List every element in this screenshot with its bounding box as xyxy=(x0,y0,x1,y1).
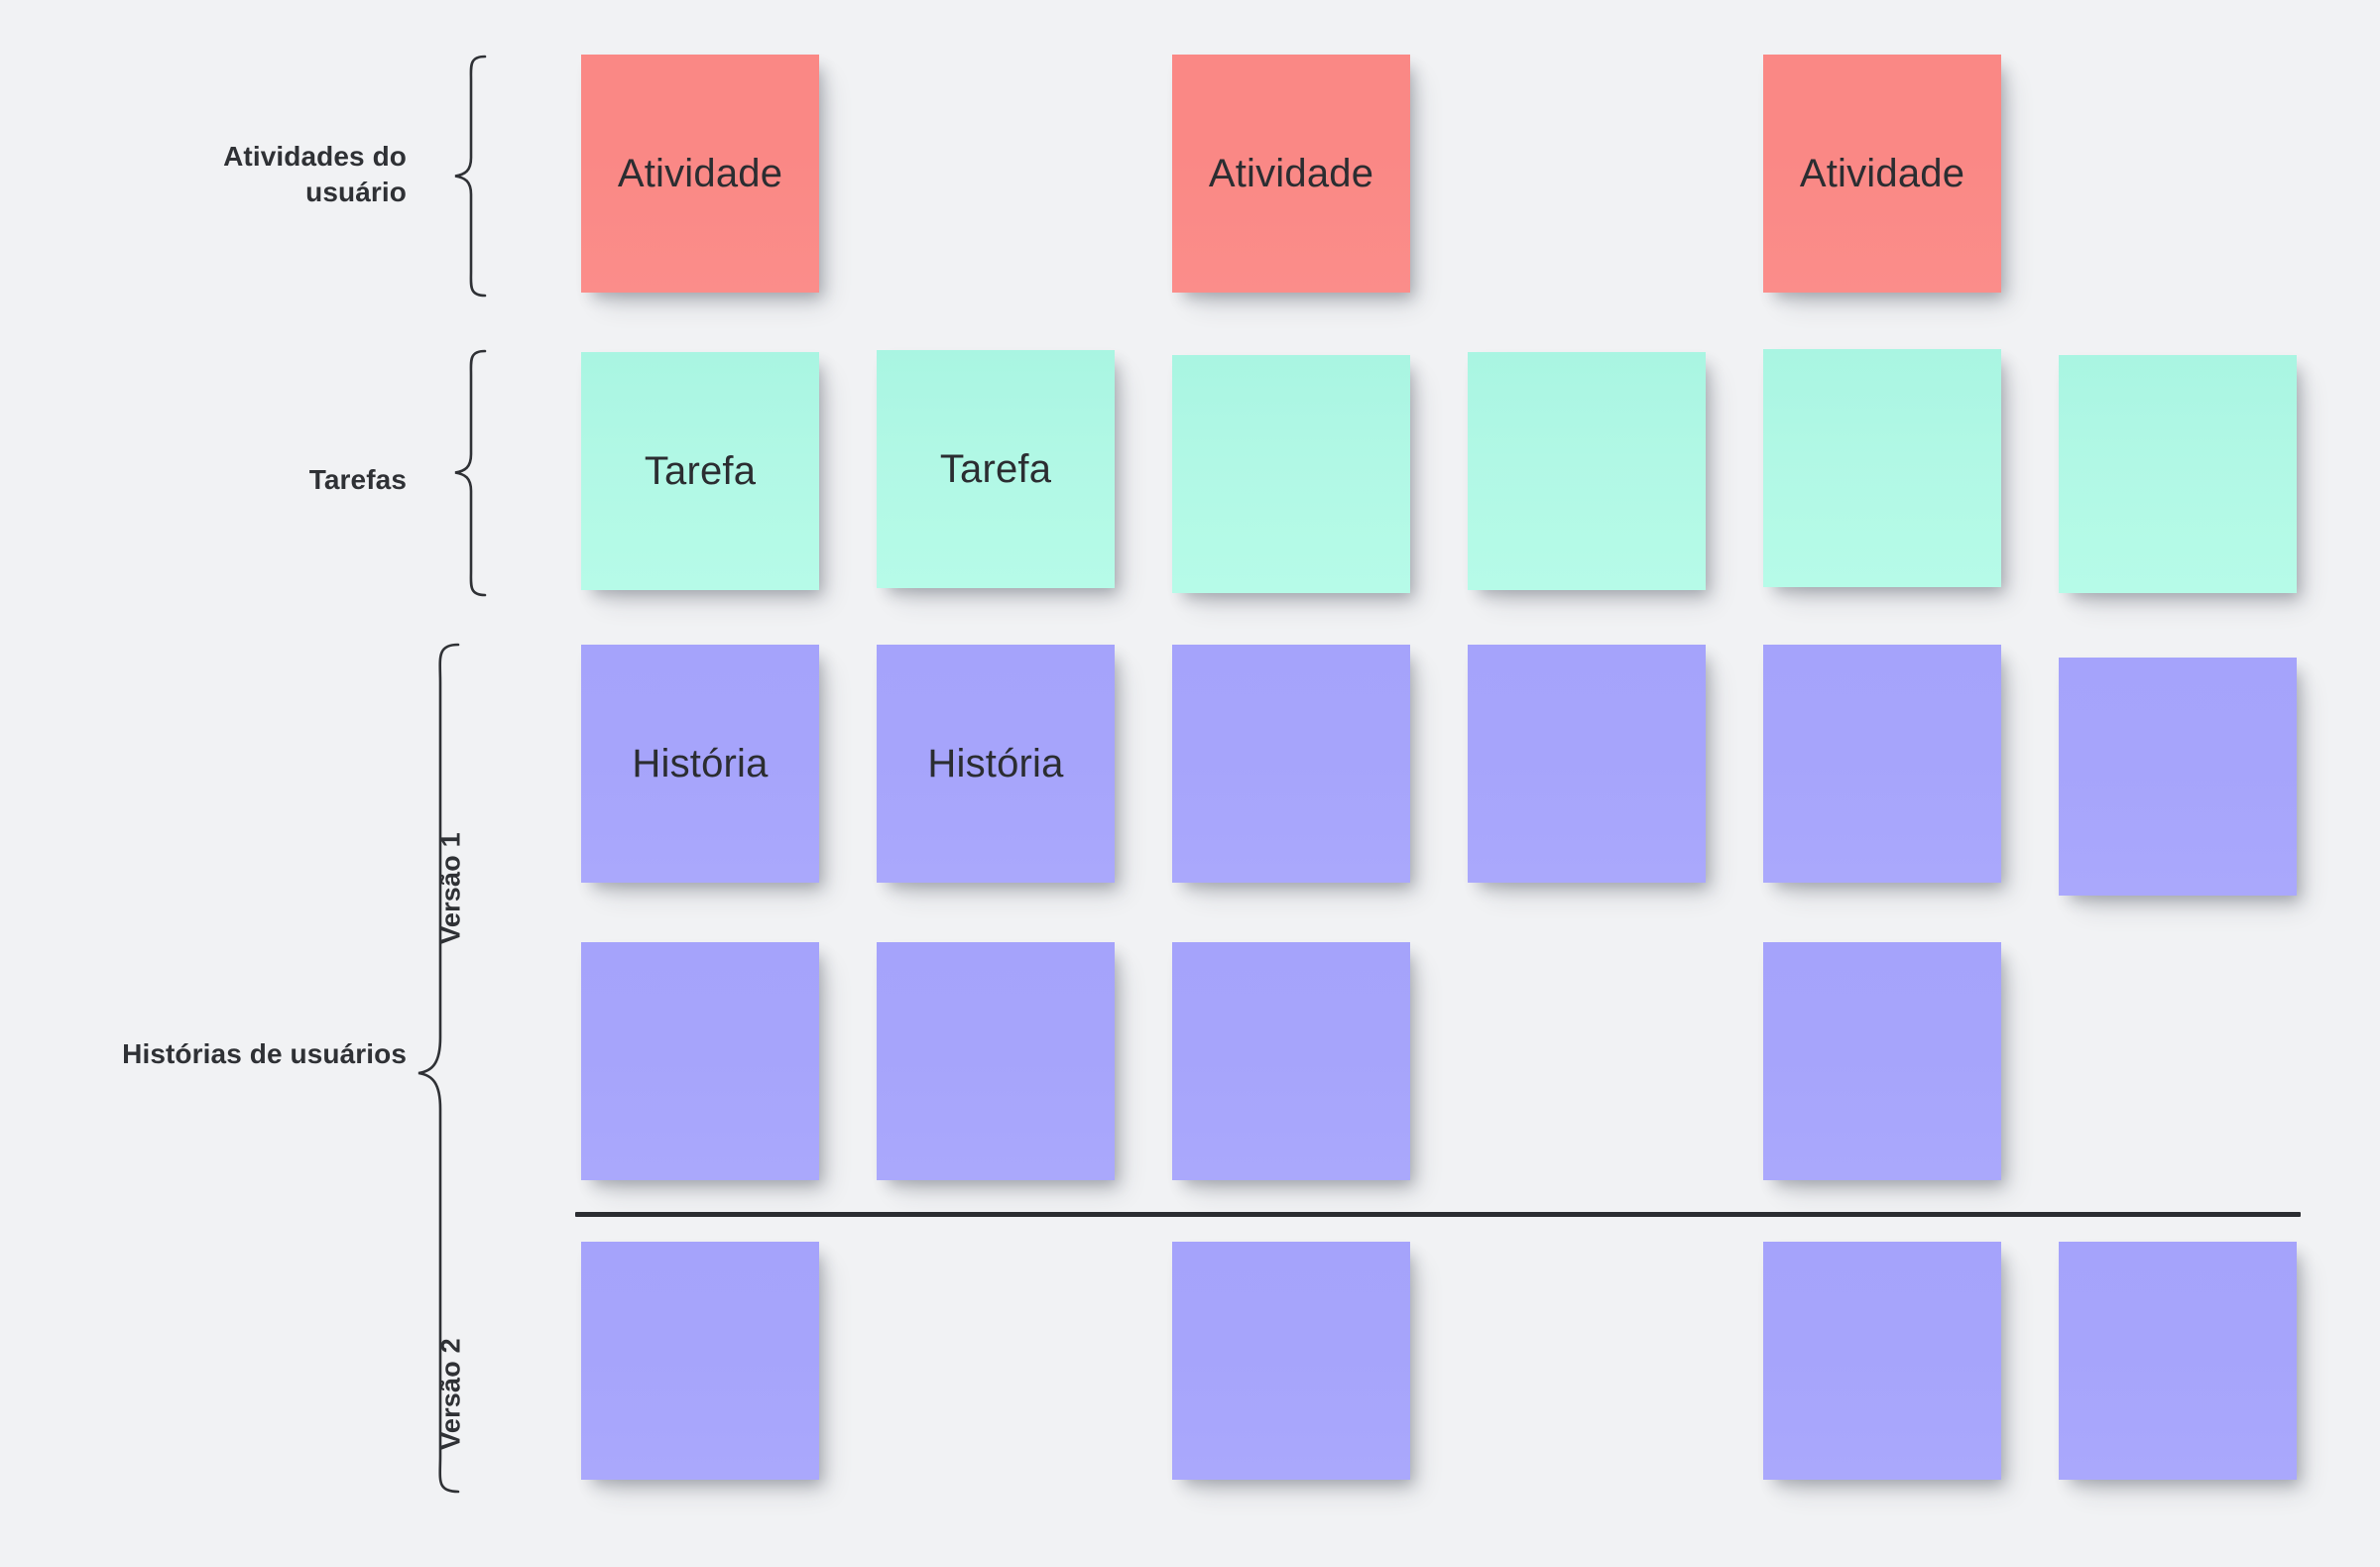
row-label-stories: Histórias de usuários xyxy=(122,1038,407,1069)
sticky-note-label: Tarefa xyxy=(939,446,1052,491)
brace-tasks xyxy=(451,349,491,597)
sticky-note-story[interactable] xyxy=(1172,645,1410,883)
sticky-note-label: Atividade xyxy=(1208,151,1374,195)
sticky-note-task[interactable]: Tarefa xyxy=(581,352,819,590)
row-label-tasks: Tarefas xyxy=(308,464,407,495)
sticky-note-activity[interactable]: Atividade xyxy=(581,55,819,293)
sticky-note-task[interactable] xyxy=(2059,355,2297,593)
sticky-note-story[interactable] xyxy=(1763,1242,2001,1480)
brace-stories xyxy=(415,643,464,1494)
sticky-note-label: História xyxy=(927,741,1064,785)
sticky-note-task[interactable] xyxy=(1763,349,2001,587)
sticky-note-task[interactable]: Tarefa xyxy=(877,350,1115,588)
sticky-note-label: Atividade xyxy=(1799,151,1965,195)
sticky-note-task[interactable] xyxy=(1172,355,1410,593)
brace-activities xyxy=(451,55,491,298)
sticky-note-story[interactable] xyxy=(1763,645,2001,883)
sticky-note-story[interactable]: História xyxy=(581,645,819,883)
sticky-note-story[interactable] xyxy=(1172,942,1410,1180)
sticky-note-story[interactable] xyxy=(877,942,1115,1180)
sticky-note-story[interactable] xyxy=(581,1242,819,1480)
sticky-note-label: Tarefa xyxy=(644,448,757,493)
sticky-note-story[interactable] xyxy=(1468,645,1706,883)
sticky-note-label: Atividade xyxy=(617,151,783,195)
sticky-note-label: História xyxy=(632,741,769,785)
version-divider xyxy=(575,1212,2301,1217)
sticky-note-story[interactable] xyxy=(2059,658,2297,896)
version-label-v2: Versão 2 xyxy=(435,1338,466,1450)
sticky-note-story[interactable] xyxy=(1172,1242,1410,1480)
version-label-v1: Versão 1 xyxy=(435,832,466,944)
row-label-activities: Atividades do usuário xyxy=(223,141,407,208)
sticky-note-story[interactable]: História xyxy=(877,645,1115,883)
sticky-note-task[interactable] xyxy=(1468,352,1706,590)
sticky-note-activity[interactable]: Atividade xyxy=(1172,55,1410,293)
sticky-note-story[interactable] xyxy=(581,942,819,1180)
sticky-note-activity[interactable]: Atividade xyxy=(1763,55,2001,293)
sticky-note-story[interactable] xyxy=(1763,942,2001,1180)
sticky-note-story[interactable] xyxy=(2059,1242,2297,1480)
